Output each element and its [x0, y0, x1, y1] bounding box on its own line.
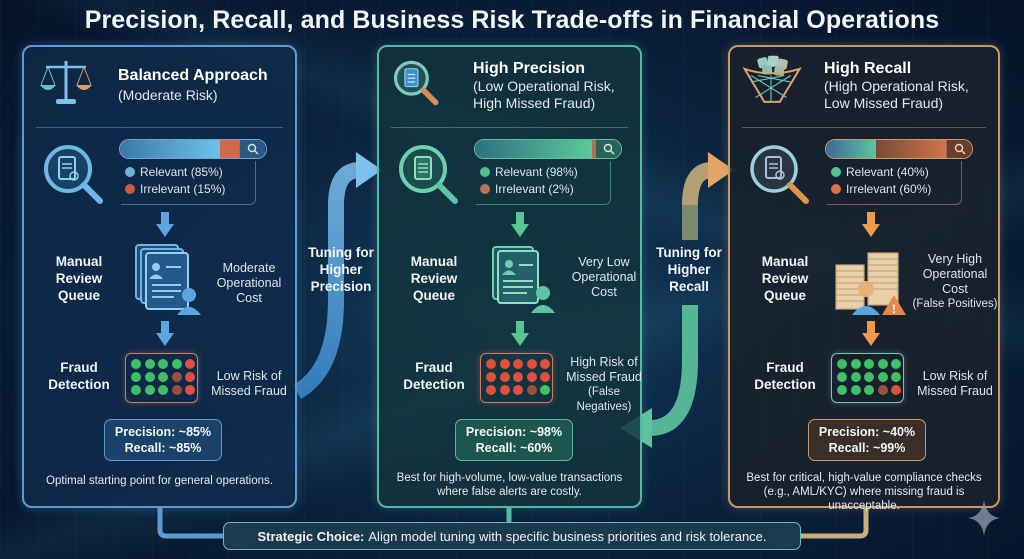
panel-subtitle: (Low Operational Risk, High Missed Fraud… [473, 78, 615, 111]
fraud-detection-label: Fraud Detection [754, 360, 816, 392]
recall-value: Recall: ~99% [828, 441, 906, 455]
missed-fraud-risk-note: Low Risk of Missed Fraud [211, 369, 287, 398]
fraud-detection-label: Fraud Detection [48, 360, 110, 392]
metrics-box: Precision: ~40% Recall: ~99% [808, 419, 926, 461]
relevant-dot-icon [831, 167, 841, 177]
relevant-segment [475, 140, 593, 158]
panel-description: Best for high-volume, low-value transact… [396, 472, 623, 498]
relevance-legend: Relevant (40%) Irrelevant (60%) [827, 161, 962, 205]
panel-description: Best for critical, high-value compliance… [746, 472, 982, 512]
missed-fraud-risk-note: Low Risk of Missed Fraud [917, 369, 993, 398]
search-icon [239, 140, 265, 158]
down-arrow-icon [511, 321, 529, 347]
legend-irrelevant: Irrelevant (60%) [846, 182, 932, 196]
fraud-dot-grid [831, 353, 904, 403]
cost-note-sub: (False Positives) [912, 298, 998, 310]
magnifier-document-icon [399, 145, 458, 204]
search-icon [946, 140, 972, 158]
panel-title: High Recall [824, 60, 912, 77]
risk-note-sub: (False Negatives) [576, 386, 632, 413]
magnifier-document-icon [393, 60, 439, 106]
irrelevant-dot-icon [480, 184, 490, 194]
panel-high-precision: High Precision (Low Operational Risk, Hi… [377, 45, 642, 508]
fraud-dot-grid [125, 353, 198, 403]
document-stack-icon [492, 246, 555, 313]
strategic-choice-banner: Strategic Choice: Align model tuning wit… [223, 522, 801, 550]
divider [391, 127, 628, 128]
sparkle-icon [968, 500, 1000, 536]
tuning-precision-label: Tuning for Higher Precision [308, 245, 374, 294]
relevance-legend: Relevant (98%) Irrelevant (2%) [476, 161, 611, 205]
footer-label: Strategic Choice: [257, 528, 365, 544]
legend-relevant: Relevant (85%) [140, 165, 223, 179]
relevance-legend: Relevant (85%) Irrelevant (15%) [121, 161, 256, 205]
search-icon [595, 140, 621, 158]
legend-relevant: Relevant (98%) [495, 165, 578, 179]
panel-high-recall: High Recall (High Operational Risk, Low … [728, 45, 1000, 512]
panel-description: Optimal starting point for general opera… [46, 475, 273, 487]
divider [36, 127, 283, 128]
irrelevant-segment [592, 140, 596, 158]
operational-cost-note: Very High Operational Cost (False Positi… [912, 252, 998, 312]
down-arrow-icon [862, 321, 880, 347]
divider [742, 127, 986, 128]
panel-title: Balanced Approach [118, 67, 268, 84]
relevant-segment [826, 140, 876, 158]
manual-review-queue-label: Manual Review Queue [761, 254, 809, 303]
document-stack-icon [135, 244, 201, 315]
scales-icon [40, 61, 92, 104]
cost-note-main: Very High Operational Cost [922, 252, 988, 296]
relevance-bar [825, 139, 973, 159]
fraud-dot-grid [480, 353, 553, 403]
operational-cost-note: Very Low Operational Cost [571, 255, 637, 299]
missed-fraud-risk-note: High Risk of Missed Fraud (False Negativ… [561, 355, 647, 415]
manual-review-queue-label: Manual Review Queue [410, 254, 458, 303]
relevance-bar [474, 139, 622, 159]
page-title: Precision, Recall, and Business Risk Tra… [84, 6, 940, 34]
down-arrow-icon [156, 212, 174, 238]
down-arrow-icon [862, 212, 880, 238]
irrelevant-dot-icon [831, 184, 841, 194]
relevance-bar [119, 139, 267, 159]
panel-subtitle: (High Operational Risk, Low Missed Fraud… [824, 78, 969, 111]
magnifier-document-icon [44, 145, 103, 204]
risk-note-main: High Risk of Missed Fraud [566, 355, 642, 384]
precision-value: Precision: ~98% [465, 425, 563, 439]
relevant-segment [120, 140, 220, 158]
irrelevant-segment [220, 140, 239, 158]
operational-cost-note: Moderate Operational Cost [216, 261, 282, 305]
relevant-dot-icon [125, 167, 135, 177]
legend-irrelevant: Irrelevant (15%) [140, 182, 226, 196]
recall-value: Recall: ~85% [124, 441, 202, 455]
down-arrow-icon [156, 321, 174, 347]
panel-balanced-approach: Balanced Approach (Moderate Risk) Releva… [22, 45, 297, 508]
svg-text:!: ! [892, 302, 896, 316]
magnifier-document-icon [750, 145, 809, 204]
manual-review-queue-label: Manual Review Queue [55, 254, 103, 303]
panel-subtitle: (Moderate Risk) [118, 87, 218, 103]
legend-relevant: Relevant (40%) [846, 165, 929, 179]
recall-value: Recall: ~60% [475, 441, 553, 455]
irrelevant-segment [875, 140, 947, 158]
irrelevant-dot-icon [125, 184, 135, 194]
metrics-box: Precision: ~85% Recall: ~85% [104, 419, 222, 461]
panel-title: High Precision [473, 60, 586, 77]
tuning-recall-label: Tuning for Higher Recall [656, 245, 722, 294]
precision-value: Precision: ~40% [818, 425, 916, 439]
legend-irrelevant: Irrelevant (2%) [495, 182, 574, 196]
precision-value: Precision: ~85% [114, 425, 212, 439]
fraud-detection-label: Fraud Detection [403, 360, 465, 392]
overloaded-reviewer-icon: ! [835, 252, 906, 316]
down-arrow-icon [511, 212, 529, 238]
net-icon [742, 55, 802, 103]
footer-text: Align model tuning with specific busines… [368, 528, 767, 544]
metrics-box: Precision: ~98% Recall: ~60% [455, 419, 573, 461]
relevant-dot-icon [480, 167, 490, 177]
